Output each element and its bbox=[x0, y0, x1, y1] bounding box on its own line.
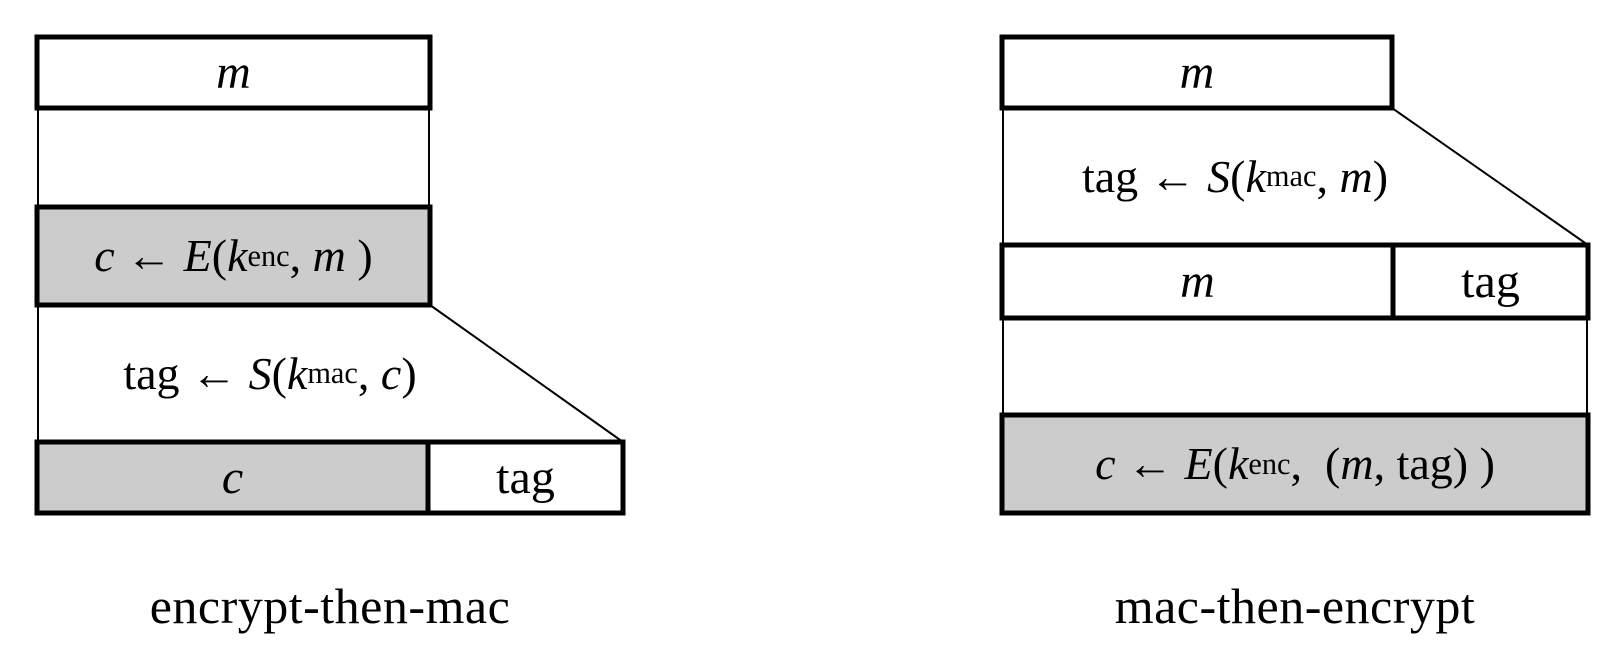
etm-output-ciphertext-label: c bbox=[221, 450, 244, 504]
mte-message-label: m bbox=[1179, 45, 1215, 99]
mte-mid-tag-label: tag bbox=[1461, 254, 1520, 308]
mte-top-message-box bbox=[999, 34, 1395, 111]
mte-diagonal-connector bbox=[1391, 107, 1589, 246]
etm-output-tag-label: tag bbox=[496, 450, 555, 504]
etm-output-ciphertext-box bbox=[34, 439, 431, 516]
mte-encrypt-box bbox=[999, 412, 1591, 516]
mte-caption: mac-then-encrypt bbox=[1114, 578, 1476, 634]
mte-message-box bbox=[999, 242, 1396, 321]
etm-caption: encrypt-then-mac bbox=[149, 578, 511, 634]
etm-output-tag-box bbox=[425, 439, 626, 516]
mte-tag-box bbox=[1390, 242, 1591, 321]
etm-message-label: m bbox=[216, 45, 251, 99]
etm-top-message-box bbox=[34, 34, 433, 111]
mte-mid-message-label: m bbox=[1180, 254, 1215, 308]
etm-encrypt-box bbox=[34, 204, 433, 308]
etm-diagonal-connector bbox=[429, 304, 624, 443]
